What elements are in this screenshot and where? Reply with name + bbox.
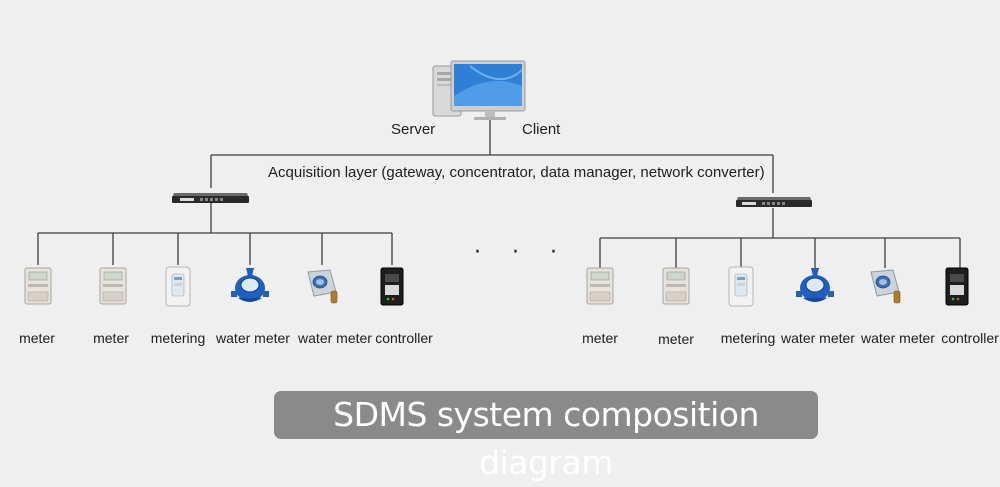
device-label: meter (19, 330, 55, 346)
electric-meter-icon (662, 267, 690, 305)
device-label: meter (658, 331, 694, 347)
device-label: metering (720, 330, 776, 346)
ellipsis: · · · (474, 240, 569, 265)
device-label: water meter (861, 330, 935, 346)
smart-water-meter-icon (307, 269, 338, 304)
smart-water-meter-icon (870, 269, 901, 304)
controller-icon (380, 267, 404, 306)
computer-icon (432, 60, 526, 120)
acquisition-layer-label: Acquisition layer (gateway, concentrator… (268, 164, 765, 181)
electric-meter-icon (24, 267, 52, 305)
client-label: Client (522, 121, 561, 138)
device-label: meter (582, 330, 618, 346)
metering-box-icon (165, 266, 191, 307)
device-label: water meter (298, 330, 372, 346)
device-label: metering (150, 330, 206, 346)
device-label: controller (375, 330, 433, 346)
gateway-icon (736, 197, 812, 207)
water-meter-icon (796, 268, 834, 302)
diagram-caption: SDMS system composition diagram (274, 391, 818, 482)
device-label: water meter (781, 330, 855, 346)
device-label: meter (93, 330, 129, 346)
electric-meter-icon (99, 267, 127, 305)
device-label: water meter (216, 330, 290, 346)
device-label: controller (941, 330, 999, 346)
electric-meter-icon (586, 267, 614, 305)
controller-icon (945, 267, 969, 306)
metering-box-icon (728, 266, 754, 307)
server-label: Server (391, 121, 436, 138)
gateway-icon (172, 193, 249, 203)
water-meter-icon (231, 268, 269, 302)
